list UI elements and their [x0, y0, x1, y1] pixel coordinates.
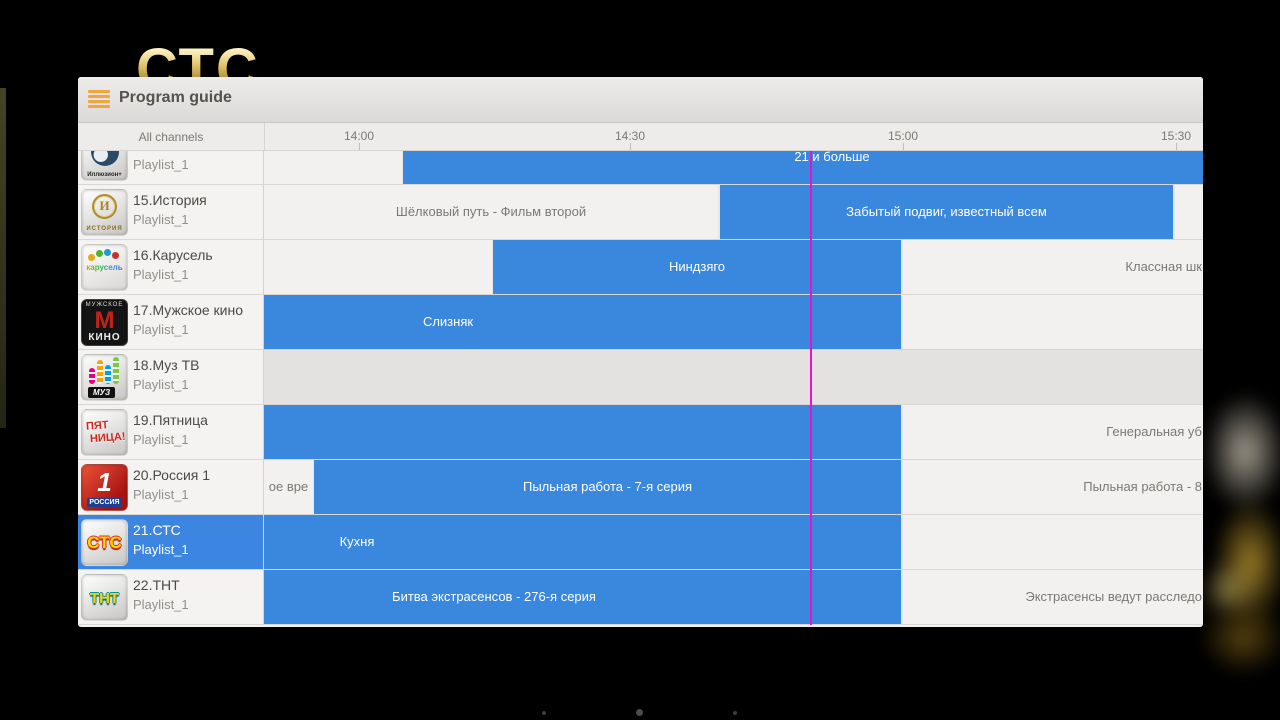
- program-block[interactable]: Пыльная работа - 8: [903, 460, 1203, 514]
- program-block[interactable]: Ниндзяго: [493, 240, 901, 294]
- karusel-logo-icon: карусель: [81, 244, 128, 291]
- program-block[interactable]: ое вре: [264, 460, 313, 514]
- channel-cell[interactable]: ТНТ 22.ТНТ Playlist_1: [78, 570, 264, 625]
- program-block[interactable]: Забытый подвиг, известный всем: [720, 185, 1173, 239]
- program-block[interactable]: 21 и больше: [403, 151, 1203, 184]
- program-area: Кухня: [264, 515, 1203, 570]
- program-area: Слизняк: [264, 295, 1203, 350]
- program-guide-dialog: Program guide All channels 14:00 14:30 15:…: [78, 77, 1203, 627]
- channel-name: 17.Мужское кино: [133, 302, 244, 318]
- video-edge-left: [0, 88, 6, 428]
- channel-cell[interactable]: Иллюзион+ Playlist_1: [78, 151, 264, 185]
- channel-playlist: Playlist_1: [133, 432, 189, 447]
- menu-icon[interactable]: [88, 90, 110, 109]
- time-label: 14:00: [343, 129, 375, 143]
- channel-name: 15.История: [133, 192, 207, 208]
- channel-playlist: Playlist_1: [133, 322, 189, 337]
- channel-playlist: Playlist_1: [133, 542, 189, 557]
- channel-playlist: Playlist_1: [133, 157, 189, 172]
- illusion-logo-icon: Иллюзион+: [81, 151, 128, 181]
- program-area: Генеральная уб: [264, 405, 1203, 460]
- program-block[interactable]: Генеральная уб: [903, 405, 1203, 459]
- time-tick: [903, 143, 904, 150]
- time-tick: [1176, 143, 1177, 150]
- channel-name: 22.ТНТ: [133, 577, 180, 593]
- program-block[interactable]: Шёлковый путь - Фильм второй: [264, 185, 718, 239]
- video-blur-blob: [1202, 392, 1280, 512]
- channel-playlist: Playlist_1: [133, 377, 189, 392]
- program-block[interactable]: Кухня: [264, 515, 901, 569]
- channel-playlist: Playlist_1: [133, 597, 189, 612]
- program-block[interactable]: Слизняк: [264, 295, 901, 349]
- program-block[interactable]: [264, 151, 402, 184]
- all-channels-label[interactable]: All channels: [138, 130, 204, 144]
- program-block[interactable]: [903, 295, 1203, 349]
- channel-name: 21.СТС: [133, 522, 181, 538]
- time-label: 15:30: [1160, 129, 1192, 143]
- time-tick: [359, 143, 360, 150]
- nav-recents-dot[interactable]: [733, 711, 737, 715]
- channel-name: 18.Муз ТВ: [133, 357, 200, 373]
- channel-playlist: Playlist_1: [133, 212, 189, 227]
- dialog-title: Program guide: [119, 89, 232, 106]
- channel-name: 16.Карусель: [133, 247, 213, 263]
- channel-name: 20.Россия 1: [133, 467, 211, 483]
- nav-home-dot[interactable]: [636, 709, 643, 716]
- channel-row: МУЗ 18.Муз ТВ Playlist_1: [78, 350, 1203, 405]
- sts-logo-icon: СТС: [81, 519, 128, 566]
- muztv-logo-icon: МУЗ: [81, 354, 128, 401]
- channel-row: ТНТ 22.ТНТ Playlist_1 Битва экстрасенсов - …: [78, 570, 1203, 625]
- program-area: [264, 350, 1203, 405]
- android-nav-hints: [0, 704, 1280, 720]
- program-block[interactable]: [903, 515, 1203, 569]
- time-label: 15:00: [887, 129, 919, 143]
- tnt-logo-icon: ТНТ: [81, 574, 128, 621]
- channel-row: СТС 21.СТС Playlist_1 Кухня: [78, 515, 1203, 570]
- timebar: All channels 14:00 14:30 15:00 15:30: [78, 123, 1203, 151]
- program-block[interactable]: [264, 240, 492, 294]
- channel-name: 19.Пятница: [133, 412, 208, 428]
- nav-back-dot[interactable]: [542, 711, 546, 715]
- channel-playlist: Playlist_1: [133, 487, 189, 502]
- channel-cell[interactable]: МУЗ 18.Муз ТВ Playlist_1: [78, 350, 264, 405]
- dialog-header: Program guide: [78, 77, 1203, 123]
- program-block[interactable]: Классная шк: [903, 240, 1203, 294]
- video-blur-blob: [1198, 598, 1280, 676]
- current-time-line: [810, 151, 812, 625]
- time-label: 14:30: [614, 129, 646, 143]
- program-block[interactable]: Экстрасенсы ведут расследо: [903, 570, 1203, 624]
- channel-row: Иллюзион+ Playlist_1 21 и больше: [78, 151, 1203, 185]
- channel-playlist: Playlist_1: [133, 267, 189, 282]
- time-tick: [630, 143, 631, 150]
- channel-cell[interactable]: СТС 21.СТС Playlist_1: [78, 515, 264, 570]
- program-block[interactable]: Пыльная работа - 7-я серия: [314, 460, 901, 514]
- program-block[interactable]: Битва экстрасенсов - 276-я серия: [264, 570, 901, 624]
- program-area: 21 и больше: [264, 151, 1203, 185]
- column-separator: [264, 123, 265, 151]
- program-block[interactable]: [1175, 185, 1203, 239]
- program-block[interactable]: [264, 405, 901, 459]
